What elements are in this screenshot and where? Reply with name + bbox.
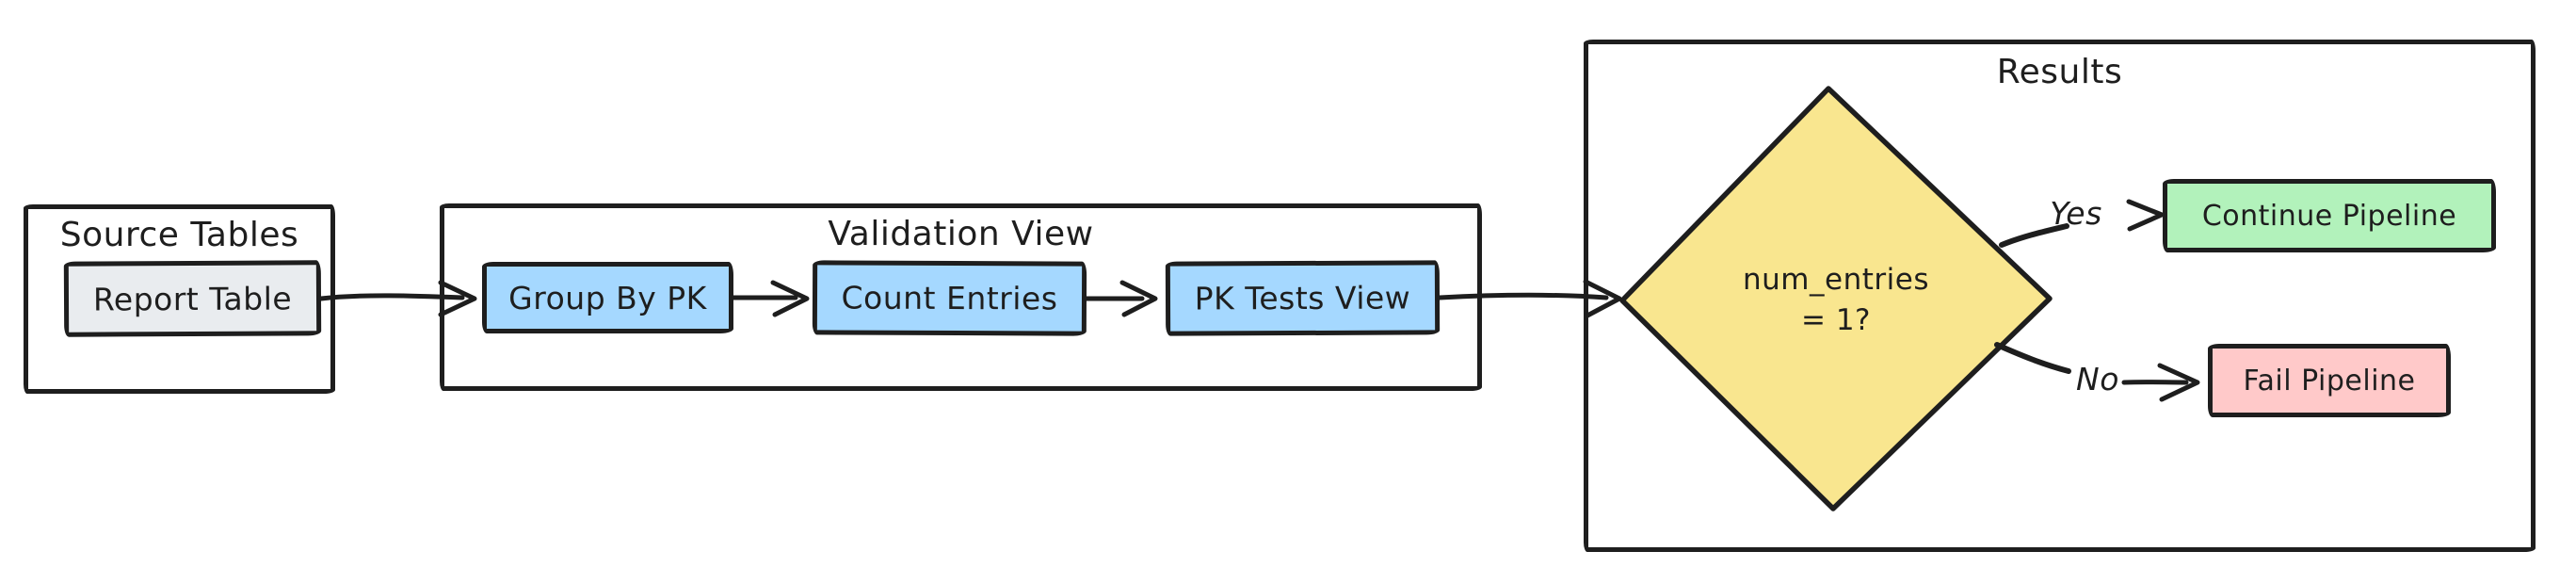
count-entries-node-label: Count Entries (841, 279, 1058, 317)
decision-label-line1: num_entries (1743, 263, 1929, 297)
pk-tests-view-node-label: PK Tests View (1194, 279, 1411, 317)
results-group-label: Results (1996, 53, 2123, 91)
fail-pipeline-node: Fail Pipeline (2208, 344, 2451, 417)
continue-pipeline-node-label: Continue Pipeline (2201, 199, 2457, 233)
group-by-pk-node: Group By PK (482, 262, 733, 333)
continue-pipeline-node: Continue Pipeline (2163, 179, 2496, 252)
yes-branch-label: Yes (2050, 195, 2102, 232)
group-by-pk-node-label: Group By PK (508, 279, 707, 316)
validation-view-group-label: Validation View (828, 215, 1094, 253)
report-table-node-label: Report Table (92, 279, 293, 318)
pk-tests-view-node: PK Tests View (1165, 260, 1441, 336)
source-tables-group-label: Source Tables (59, 216, 299, 254)
count-entries-node: Count Entries (812, 260, 1087, 336)
no-branch-label: No (2076, 361, 2119, 397)
source-tables-group: Source Tables (24, 204, 335, 394)
report-table-node: Report Table (63, 260, 322, 337)
decision-label-line2: = 1? (1800, 303, 1871, 337)
fail-pipeline-node-label: Fail Pipeline (2243, 364, 2416, 397)
